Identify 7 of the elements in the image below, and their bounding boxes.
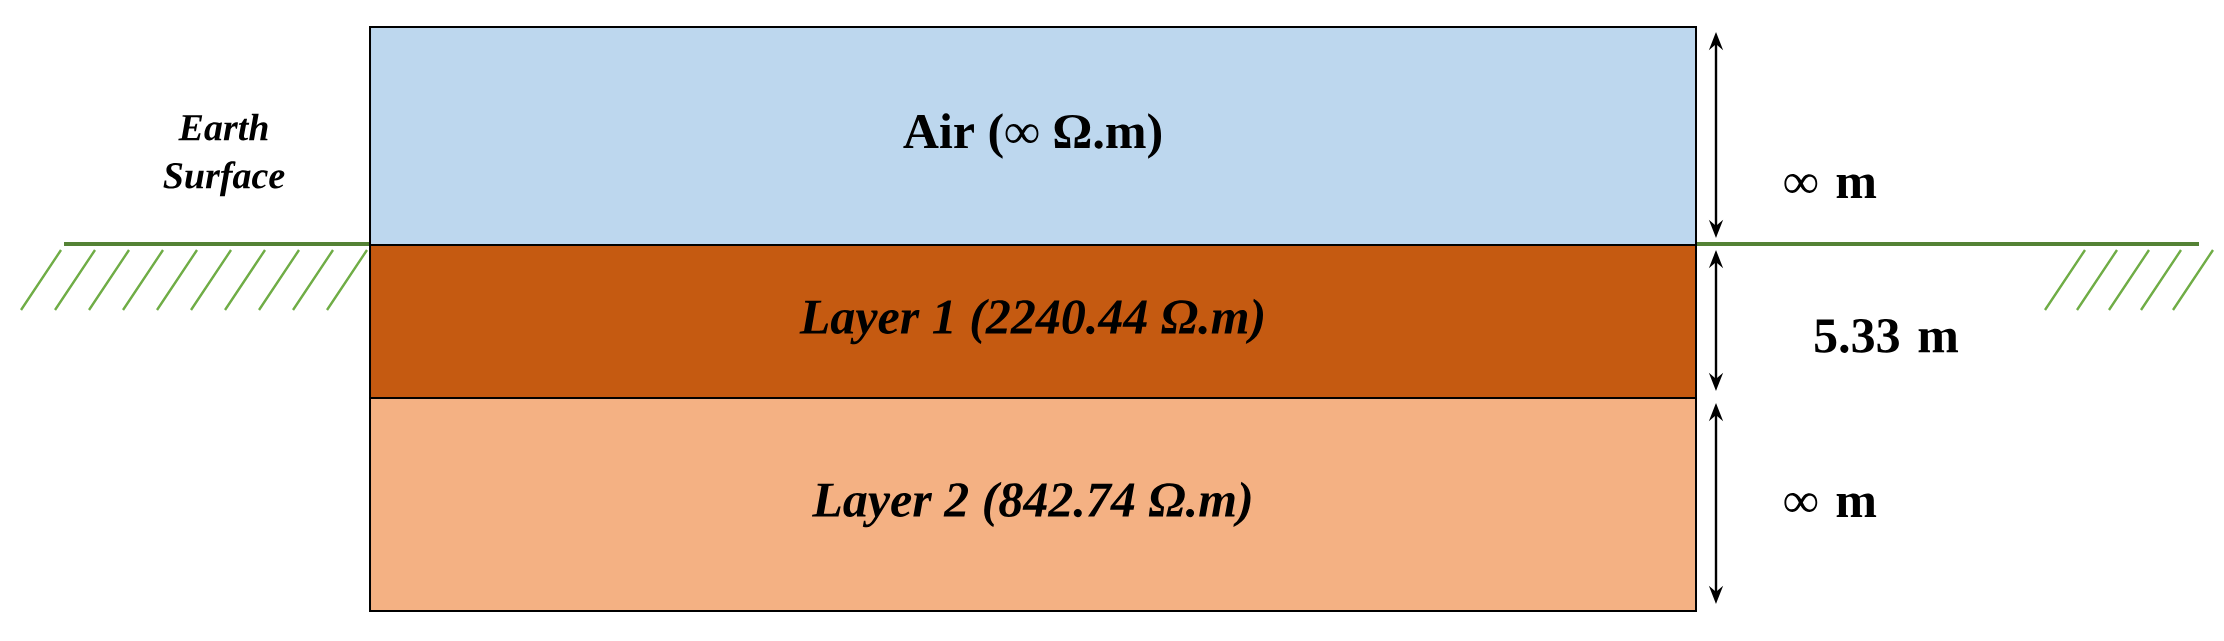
layer-box: Air (∞ Ω.m) — [369, 26, 1697, 246]
dimension-label: ∞ m — [1784, 174, 1877, 198]
layer-box: Layer 2 (842.74 Ω.m) — [369, 397, 1697, 612]
surface-label: Earth Surface — [163, 113, 285, 197]
layer-box: Layer 1 (2240.44 Ω.m) — [369, 244, 1697, 399]
dimension-label: ∞ m — [1784, 493, 1877, 517]
dimension-label: 5.33 m — [1815, 319, 1959, 353]
